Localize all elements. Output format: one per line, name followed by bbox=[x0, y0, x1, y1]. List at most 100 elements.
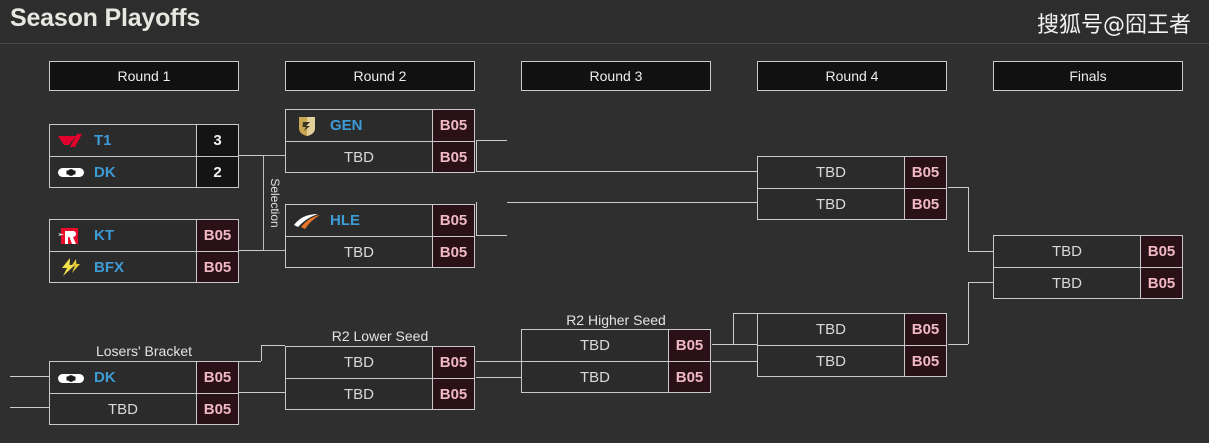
match-row-top[interactable]: TBD B05 bbox=[286, 347, 474, 378]
team-slot: TBD bbox=[994, 236, 1140, 267]
team-name: BFX bbox=[94, 258, 124, 276]
dk-logo bbox=[56, 367, 86, 389]
score-cell: B05 bbox=[668, 362, 710, 392]
score-cell: 2 bbox=[196, 157, 238, 187]
score-cell: B05 bbox=[904, 189, 946, 219]
match-row-top[interactable]: T1 3 bbox=[50, 125, 238, 156]
team-slot: TBD bbox=[994, 268, 1140, 298]
connector bbox=[712, 361, 757, 362]
round-header-round-3[interactable]: Round 3 bbox=[521, 61, 711, 91]
match-row-top[interactable]: GEN B05 bbox=[286, 110, 474, 141]
round-header-label: Round 2 bbox=[353, 68, 407, 84]
connector bbox=[476, 171, 757, 172]
connector bbox=[10, 376, 49, 377]
hle-logo bbox=[292, 210, 322, 232]
team-name: TBD bbox=[108, 400, 138, 418]
match-row-bottom[interactable]: TBD B05 bbox=[50, 393, 238, 424]
connector bbox=[239, 392, 285, 393]
match-row-bottom[interactable]: TBD B05 bbox=[758, 345, 946, 376]
team-slot: TBD bbox=[758, 346, 904, 376]
connector bbox=[948, 344, 968, 345]
connector bbox=[948, 187, 968, 188]
match-losers-m1[interactable]: DK B05 TBD B05 bbox=[49, 361, 239, 425]
match-row-bottom[interactable]: TBD B05 bbox=[286, 236, 474, 267]
page-header: Season Playoffs 搜狐号@囧王者 bbox=[0, 0, 1209, 44]
team-name: TBD bbox=[1052, 274, 1082, 292]
match-row-top[interactable]: DK B05 bbox=[50, 362, 238, 393]
team-name: TBD bbox=[344, 385, 374, 403]
connector bbox=[968, 187, 969, 251]
round-header-round-1[interactable]: Round 1 bbox=[49, 61, 239, 91]
team-slot: TBD bbox=[758, 189, 904, 219]
match-row-top[interactable]: TBD B05 bbox=[758, 157, 946, 188]
match-round1-m1[interactable]: T1 3 DK 2 bbox=[49, 124, 239, 188]
team-slot: TBD bbox=[286, 379, 432, 409]
match-row-bottom[interactable]: BFX B05 bbox=[50, 251, 238, 282]
connector bbox=[968, 282, 993, 283]
match-r2-lower-seed[interactable]: TBD B05 TBD B05 bbox=[285, 346, 475, 410]
connector bbox=[239, 155, 263, 156]
connector bbox=[733, 313, 757, 314]
team-name: TBD bbox=[816, 164, 846, 181]
team-slot: TBD bbox=[522, 330, 668, 361]
team-name: DK bbox=[94, 163, 116, 181]
team-slot: KT bbox=[50, 220, 196, 251]
team-slot: TBD bbox=[758, 157, 904, 188]
team-name: DK bbox=[94, 369, 116, 386]
team-slot: BFX bbox=[50, 252, 196, 282]
round-header-round-4[interactable]: Round 4 bbox=[757, 61, 947, 91]
match-round1-m2[interactable]: KT B05 BFX B05 bbox=[49, 219, 239, 283]
round-header-finals[interactable]: Finals bbox=[993, 61, 1183, 91]
selection-bracket: Selection bbox=[263, 155, 285, 251]
losers-bracket-caption: Losers' Bracket bbox=[95, 343, 193, 359]
team-slot: TBD bbox=[522, 362, 668, 392]
match-round4-lower[interactable]: TBD B05 TBD B05 bbox=[757, 313, 947, 377]
team-name: HLE bbox=[330, 212, 360, 229]
match-row-bottom[interactable]: TBD B05 bbox=[286, 378, 474, 409]
team-name: TBD bbox=[580, 368, 610, 386]
match-row-bottom[interactable]: TBD B05 bbox=[286, 141, 474, 172]
team-name: TBD bbox=[344, 243, 374, 261]
score-cell: B05 bbox=[1140, 268, 1182, 298]
match-row-top[interactable]: TBD B05 bbox=[522, 330, 710, 361]
match-finals[interactable]: TBD B05 TBD B05 bbox=[993, 235, 1183, 299]
team-name: GEN bbox=[330, 117, 363, 134]
match-round2-m1[interactable]: GEN B05 TBD B05 bbox=[285, 109, 475, 173]
kt-logo bbox=[56, 225, 86, 247]
team-slot: HLE bbox=[286, 205, 432, 236]
match-r2-higher-seed[interactable]: TBD B05 TBD B05 bbox=[521, 329, 711, 393]
team-name: TBD bbox=[816, 195, 846, 213]
team-slot: DK bbox=[50, 362, 196, 393]
team-name: TBD bbox=[816, 321, 846, 338]
team-slot: T1 bbox=[50, 125, 196, 156]
connector bbox=[10, 407, 49, 408]
match-row-bottom[interactable]: TBD B05 bbox=[522, 361, 710, 392]
connector bbox=[733, 313, 734, 345]
match-row-bottom[interactable]: TBD B05 bbox=[758, 188, 946, 219]
score-cell: B05 bbox=[196, 220, 238, 251]
match-row-bottom[interactable]: TBD B05 bbox=[994, 267, 1182, 298]
match-row-top[interactable]: TBD B05 bbox=[758, 314, 946, 345]
connector bbox=[476, 361, 521, 362]
dk-logo bbox=[56, 161, 86, 183]
round-header-round-2[interactable]: Round 2 bbox=[285, 61, 475, 91]
r2-higher-seed-caption: R2 Higher Seed bbox=[566, 312, 666, 328]
score-cell: B05 bbox=[432, 110, 474, 141]
watermark: 搜狐号@囧王者 bbox=[1036, 13, 1191, 38]
round-header-label: Finals bbox=[1069, 68, 1107, 84]
match-round2-m2[interactable]: HLE B05 TBD B05 bbox=[285, 204, 475, 268]
round-header-label: Round 4 bbox=[825, 68, 879, 84]
team-slot: DK bbox=[50, 157, 196, 187]
team-name: TBD bbox=[344, 354, 374, 371]
connector bbox=[261, 345, 285, 346]
match-row-bottom[interactable]: DK 2 bbox=[50, 156, 238, 187]
team-name: TBD bbox=[580, 337, 610, 354]
team-slot: TBD bbox=[758, 314, 904, 345]
match-round4-upper[interactable]: TBD B05 TBD B05 bbox=[757, 156, 947, 220]
match-row-top[interactable]: KT B05 bbox=[50, 220, 238, 251]
score-cell: 3 bbox=[196, 125, 238, 156]
match-row-top[interactable]: HLE B05 bbox=[286, 205, 474, 236]
team-slot: TBD bbox=[50, 394, 196, 424]
match-row-top[interactable]: TBD B05 bbox=[994, 236, 1182, 267]
